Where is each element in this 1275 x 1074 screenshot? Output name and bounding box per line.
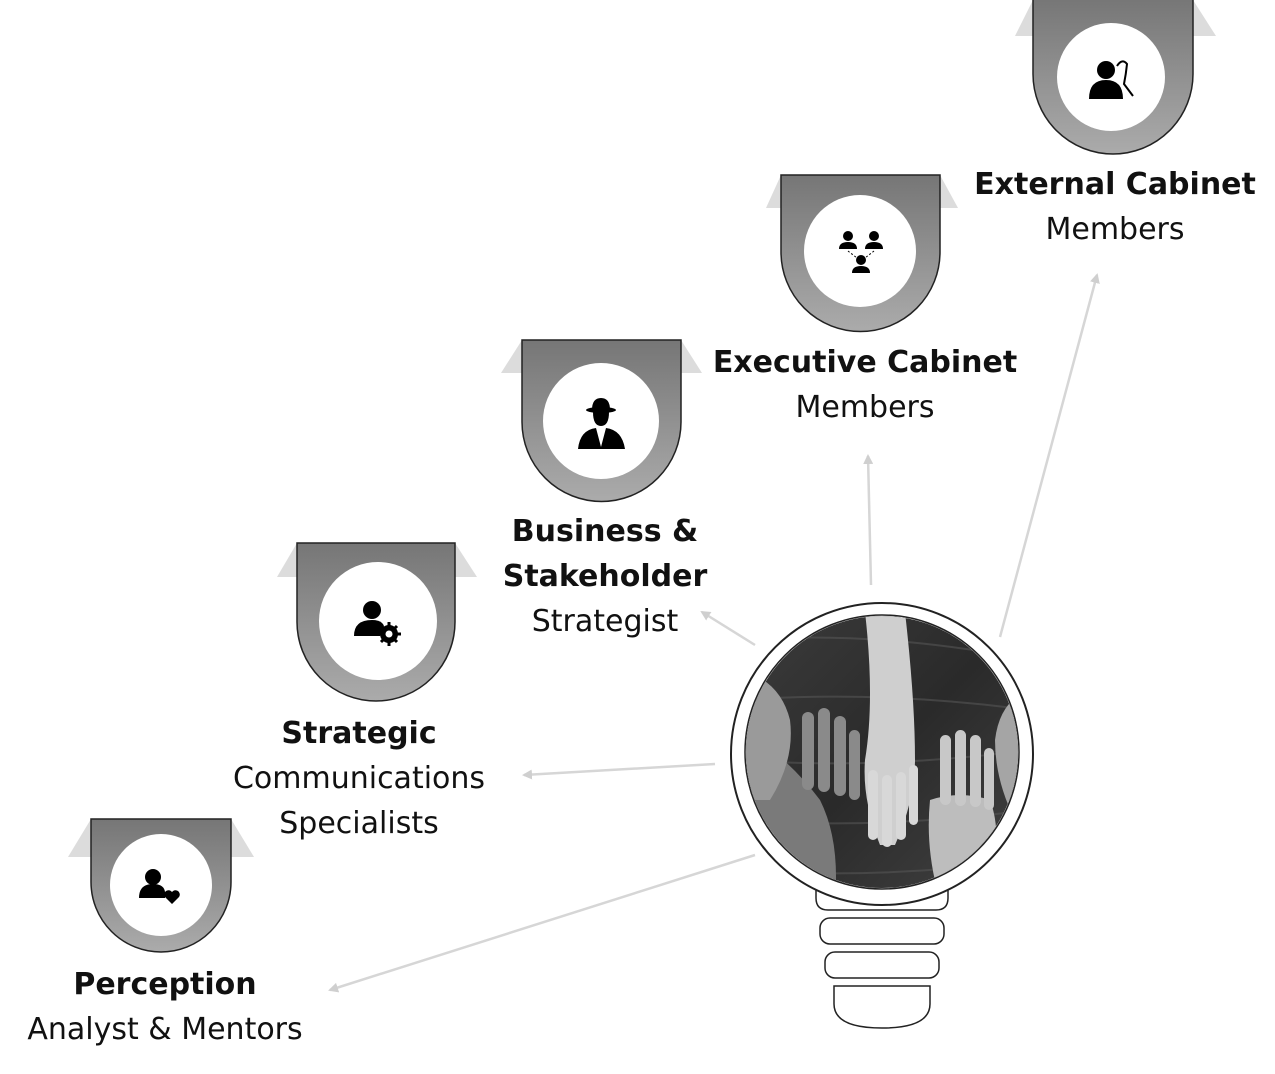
badge-strategic <box>277 542 477 702</box>
person-heart-icon <box>139 869 180 904</box>
strategic-title: Strategic <box>281 716 437 751</box>
executive-title: Executive Cabinet <box>712 345 1018 380</box>
agent-hat-icon <box>578 398 625 449</box>
label-external: External Cabinet Members <box>974 162 1256 252</box>
badge-external <box>1015 0 1216 155</box>
business-subtitle: Strategist <box>531 604 679 639</box>
arrow-to-external <box>998 273 1100 638</box>
arrow-to-executive <box>863 454 874 586</box>
person-cane-icon <box>1089 60 1134 99</box>
perception-subtitle: Analyst & Mentors <box>27 1012 303 1047</box>
strategic-subtitle-line2: Specialists <box>279 806 439 841</box>
business-title-line1: Business & <box>511 514 699 549</box>
strategic-subtitle-line1: Communications <box>232 761 486 796</box>
connector-arrows <box>328 273 1100 993</box>
label-strategic: Strategic Communications Specialists <box>233 711 485 846</box>
external-title: External Cabinet <box>974 167 1256 202</box>
person-gear-icon <box>354 601 401 646</box>
external-subtitle: Members <box>1045 212 1185 247</box>
badge-business <box>501 339 702 503</box>
business-title-line2: Stakeholder <box>502 559 708 594</box>
arrow-to-strategic <box>522 762 716 780</box>
arrow-to-business <box>700 610 756 647</box>
hands-together-photo <box>746 616 1018 888</box>
label-perception: Perception Analyst & Mentors <box>27 962 302 1052</box>
badge-perception <box>68 818 254 953</box>
group-network-icon <box>839 231 883 273</box>
arrow-to-perception <box>328 853 756 993</box>
label-executive: Executive Cabinet Members <box>713 340 1017 430</box>
executive-subtitle: Members <box>795 390 935 425</box>
badge-executive <box>766 174 958 333</box>
label-business: Business & Stakeholder Strategist <box>503 509 708 644</box>
perception-title: Perception <box>73 967 257 1002</box>
